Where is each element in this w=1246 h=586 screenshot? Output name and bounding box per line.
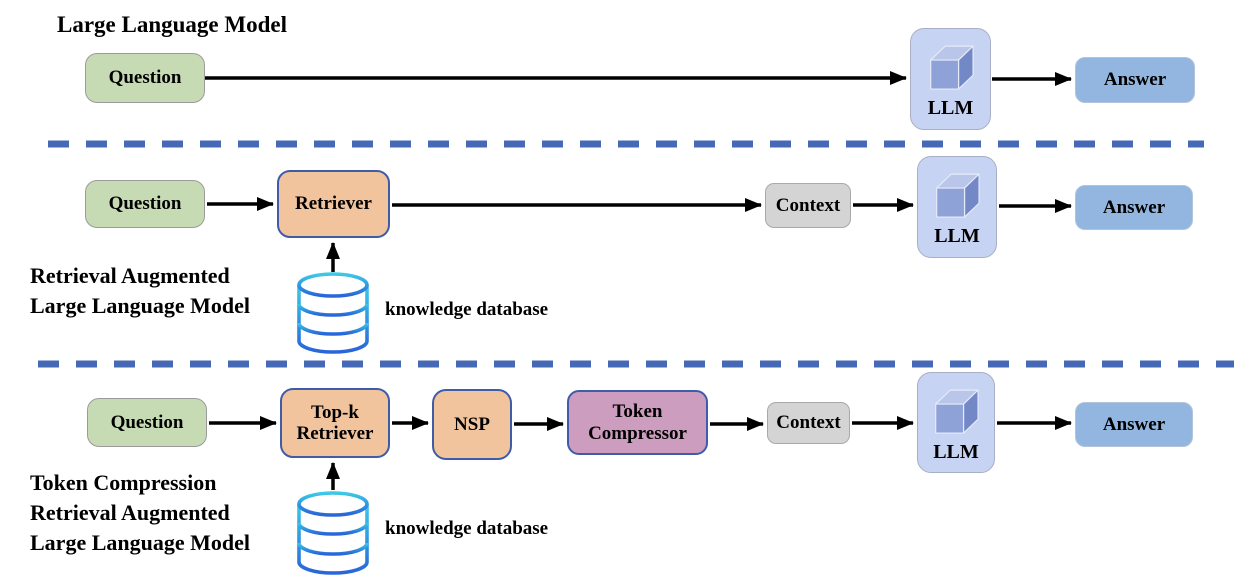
llm-label: LLM (933, 440, 979, 463)
answer-box-row1: Answer (1075, 57, 1195, 103)
context-box-row3: Context (767, 402, 850, 444)
section-title-line: Retrieval Augmented (30, 263, 230, 288)
question-box-row3: Question (87, 398, 207, 447)
section-title-rag: Retrieval Augmented Large Language Model (30, 261, 250, 321)
llm-cube-icon (936, 173, 980, 218)
answer-box-row2: Answer (1075, 185, 1193, 230)
database-icon-row2 (297, 272, 369, 354)
retriever-box-row2: Retriever (277, 170, 390, 238)
llm-box-row3: LLM (917, 372, 995, 473)
section-title-line: Large Language Model (30, 530, 250, 555)
llm-label: LLM (934, 225, 980, 247)
llm-cube-icon (929, 45, 974, 90)
nsp-box-row3: NSP (432, 389, 512, 460)
knowledge-database-label-row2: knowledge database (385, 299, 549, 320)
question-box-row2: Question (85, 180, 205, 228)
section-title-line: Retrieval Augmented (30, 500, 230, 525)
knowledge-database-label-row3: knowledge database (385, 518, 549, 539)
section-title-line: Token Compression (30, 470, 217, 495)
topk-retriever-box-row3: Top-k Retriever (280, 388, 390, 458)
section-title-line: Large Language Model (57, 12, 287, 37)
context-box-row2: Context (765, 183, 851, 228)
database-icon-row3 (297, 491, 369, 575)
question-box-row1: Question (85, 53, 205, 103)
section-title-tcrag: Token Compression Retrieval Augmented La… (30, 468, 250, 558)
llm-box-row1: LLM (910, 28, 991, 130)
llm-cube-icon (935, 389, 979, 434)
llm-label: LLM (927, 97, 974, 119)
section-title-line: Large Language Model (30, 293, 250, 318)
llm-box-row2: LLM (917, 156, 997, 258)
section-title-llm: Large Language Model (57, 10, 287, 40)
answer-box-row3: Answer (1075, 402, 1193, 447)
token-compressor-box-row3: Token Compressor (567, 390, 708, 455)
